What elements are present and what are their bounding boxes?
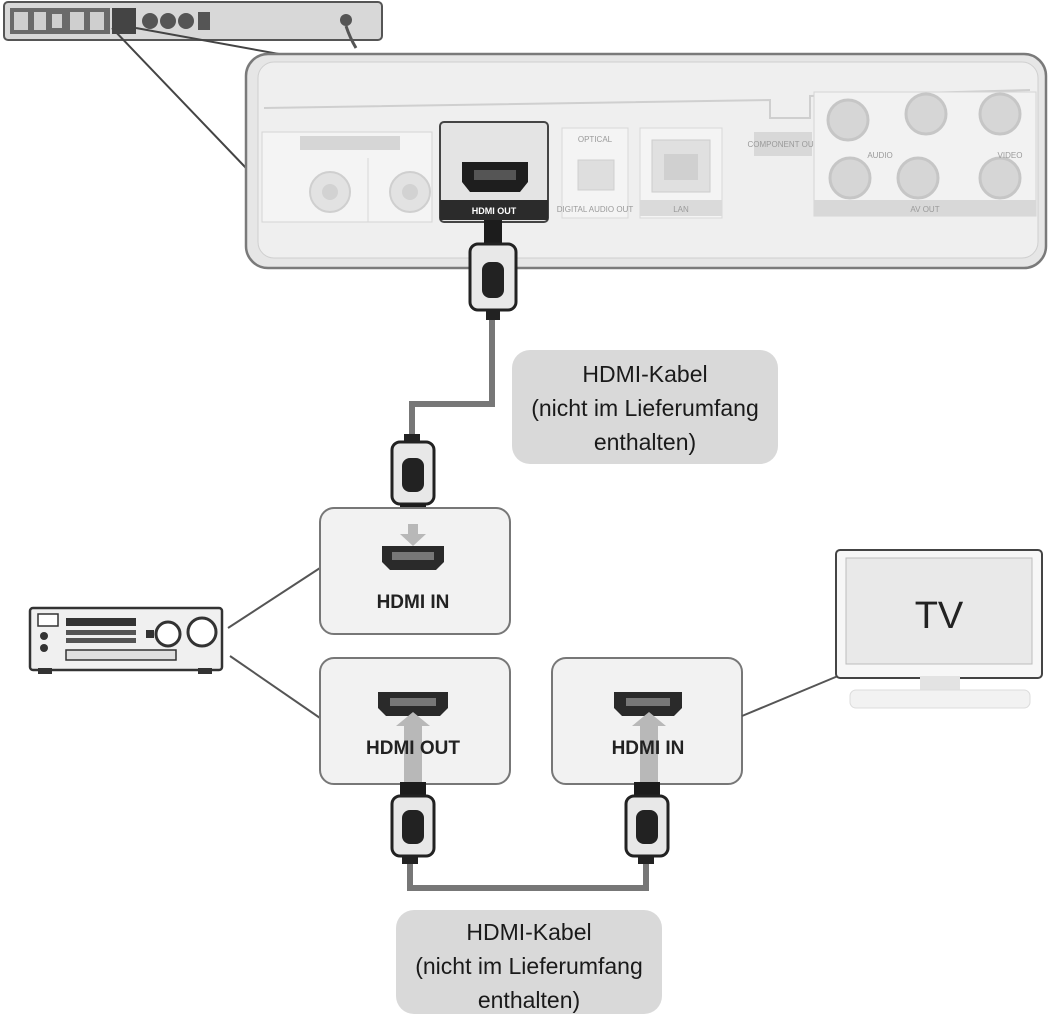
cable-label-top: HDMI-Kabel (nicht im Lieferumfang enthal…: [512, 350, 778, 464]
receiver-hdmi-out-label: HDMI OUT: [366, 738, 460, 759]
receiver-hdmi-in-label: HDMI IN: [377, 592, 450, 613]
receiver-hdmi-in-callout: HDMI IN: [319, 507, 511, 635]
component-out-label: COMPONENT OUT: [748, 140, 819, 149]
cable-label-top-line3: enthalten): [594, 429, 696, 455]
digital-audio-out-label: DIGITAL AUDIO OUT: [557, 205, 634, 214]
lan-label: LAN: [673, 205, 689, 214]
hdmi-plug-receiver-out-icon: [390, 782, 436, 864]
callout-line-player-2: [135, 27, 291, 57]
cable-label-top-line1: HDMI-Kabel: [582, 361, 707, 387]
hdmi-cable-top: [409, 318, 495, 440]
panel-hdmi-out-label: HDMI OUT: [472, 206, 517, 216]
tv-hdmi-in-callout: HDMI IN: [551, 657, 743, 785]
callout-line-receiver-2: [229, 655, 321, 719]
hdmi-cable-bottom: [407, 862, 649, 891]
hdmi-plug-receiver-in-icon: [390, 434, 436, 520]
tv-label: TV: [915, 595, 964, 637]
receiver-hdmi-out-callout: HDMI OUT: [319, 657, 511, 785]
bluray-player: [3, 1, 383, 49]
tv-hdmi-in-label: HDMI IN: [612, 738, 685, 759]
callout-line-tv: [741, 675, 839, 717]
av-receiver: [28, 606, 224, 674]
cable-label-top-line2: (nicht im Lieferumfang: [531, 395, 759, 421]
av-out-label: AV OUT: [910, 205, 939, 214]
hdmi-plug-tv-in-icon: [624, 782, 670, 864]
rear-panel-zoom: OPTICAL DIGITAL AUDIO OUT LAN COMPONENT …: [244, 52, 1048, 270]
callout-line-player-1: [111, 27, 247, 169]
optical-label: OPTICAL: [578, 135, 613, 144]
callout-line-receiver-1: [227, 567, 321, 629]
video-label: VIDEO: [998, 151, 1023, 160]
cable-label-bottom-line3: enthalten): [478, 987, 580, 1013]
cable-label-bottom-line1: HDMI-Kabel: [466, 919, 591, 945]
audio-label: AUDIO: [867, 151, 892, 160]
cable-label-bottom-line2: (nicht im Lieferumfang: [415, 953, 643, 979]
hdmi-plug-player-icon: [468, 220, 518, 320]
cable-label-bottom: HDMI-Kabel (nicht im Lieferumfang enthal…: [396, 910, 662, 1014]
tv: TV: [835, 549, 1043, 709]
